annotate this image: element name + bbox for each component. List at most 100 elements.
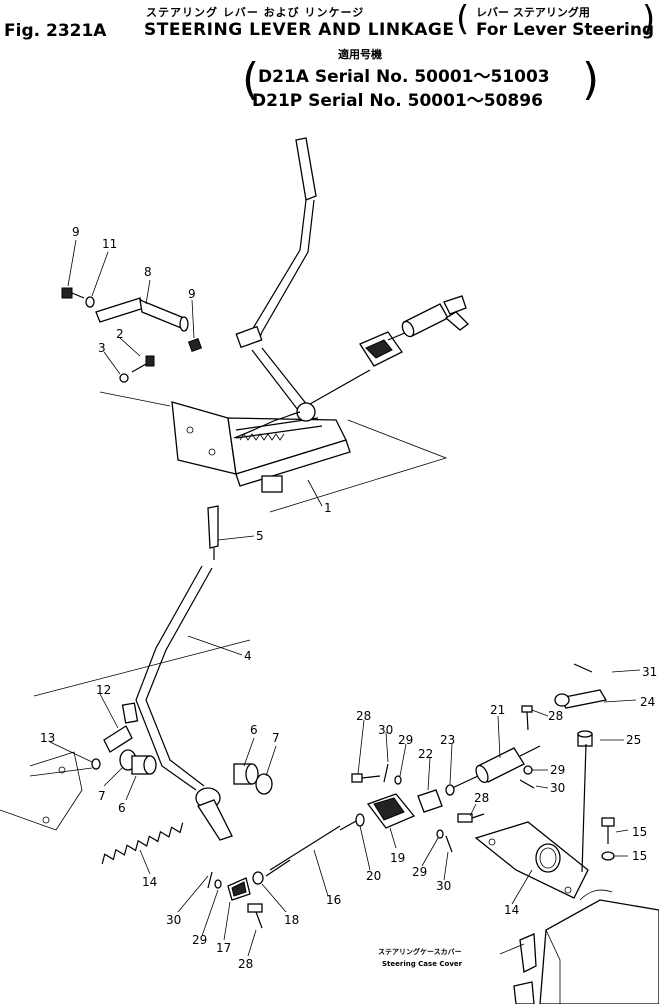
title-japanese: ステアリング レバー および リンケージ: [146, 6, 365, 19]
serial-open-paren: (: [242, 54, 260, 105]
clevis-part-19: [227, 877, 251, 901]
bushing-part-6-left: [131, 755, 157, 775]
leader-lines: [49, 239, 641, 957]
cover-caption-english: Steering Case Cover: [382, 960, 463, 968]
upper-rod: [309, 369, 371, 405]
callout-25: 23: [440, 733, 455, 747]
callout-10: 9: [72, 225, 80, 239]
callout-7-right: 7: [272, 731, 280, 745]
open-paren: (: [456, 0, 470, 39]
callout-28-center: 28: [356, 709, 371, 723]
callout-28-lower: 28: [238, 957, 253, 971]
bushing-part-7-right: [255, 773, 273, 795]
cylinder-part-12: [103, 725, 133, 753]
callout-15: 14: [504, 903, 519, 917]
close-paren: ): [642, 0, 656, 39]
callout-13: 13: [40, 731, 55, 745]
serial-close-paren: ): [582, 54, 600, 105]
bracket-part-15: [474, 743, 589, 899]
callout-3: 3: [98, 341, 106, 355]
washer-part-29-lower: [214, 879, 222, 889]
callout-23: 21: [490, 703, 505, 717]
bolt-part-28-center: [351, 773, 381, 783]
callout-31: 31: [642, 665, 657, 679]
callout-9: 9: [188, 287, 196, 301]
figure-number: Fig. 2321A: [4, 21, 107, 41]
callout-6-left: 6: [118, 801, 126, 815]
nut-part-20: [252, 871, 264, 885]
callout-29-lower: 29: [192, 933, 207, 947]
bolt-part-10: [61, 287, 85, 299]
callout-12: 12: [96, 683, 111, 697]
bushing-part-27: [577, 730, 593, 747]
nut-part-22: [355, 813, 365, 827]
callout-18: 16: [326, 893, 341, 907]
callout-14: 14: [142, 875, 157, 889]
lower-frame-line: [33, 639, 251, 697]
upper-cylinder: [401, 295, 469, 338]
washer-part-13: [91, 758, 101, 770]
upper-steering-lever: [233, 137, 317, 439]
block-part-21: [366, 793, 416, 829]
bushing-part-6-right: [233, 763, 259, 785]
title-english: STEERING LEVER AND LINKAGE: [144, 20, 455, 40]
upper-frame-line: [269, 419, 448, 513]
bolt-part-28-top: [521, 705, 533, 731]
pin-part-31: [573, 663, 593, 673]
callout-30-right: 30: [436, 879, 451, 893]
grip-part-5: [207, 505, 219, 560]
callout-29-far: 29: [550, 763, 565, 777]
cylinder-part-23: [447, 745, 541, 791]
callout-8: 8: [144, 265, 152, 279]
variant-japanese: レバー ステアリング用: [476, 6, 590, 19]
callout-2: 2: [116, 327, 124, 341]
serial-range-d21a: D21A Serial No. 50001～51003: [258, 67, 550, 87]
callout-6-right: 6: [250, 723, 258, 737]
callout-20: 18: [284, 913, 299, 927]
callout-21: 19: [390, 851, 405, 865]
bolt-part-2: [131, 355, 155, 373]
bracket-spring: [239, 433, 285, 441]
callout-4: 4: [244, 649, 252, 663]
cotter-pin-part-30-far: [519, 779, 535, 789]
washer-part-3: [119, 373, 129, 383]
washer-part-17: [601, 851, 615, 861]
rod-thread: [265, 859, 291, 877]
spring-part-14: [101, 822, 184, 865]
washer-part-29-right: [436, 829, 444, 839]
upper-frame-line: [99, 391, 171, 407]
callout-11: 11: [102, 237, 117, 251]
callout-17: 15: [632, 849, 647, 863]
callout-30-center: 30: [378, 723, 393, 737]
callout-29-right: 29: [412, 865, 427, 879]
callout-27: 25: [626, 733, 641, 747]
callout-29-center: 29: [398, 733, 413, 747]
block-part-24: [417, 789, 443, 813]
grease-fitting-part-9: [187, 337, 203, 353]
callout-28-right: 28: [474, 791, 489, 805]
callout-22: 20: [366, 869, 381, 883]
washer-part-29-center: [394, 775, 402, 785]
callout-30-lower: 30: [166, 913, 181, 927]
steering-case-cover: [513, 889, 659, 1004]
nut-part-25: [445, 784, 455, 796]
bolt-part-28-right: [457, 813, 485, 823]
cover-caption-leader: [499, 943, 525, 955]
cotter-pin-part-30-center: [383, 763, 389, 783]
cotter-pin-part-30-right: [445, 835, 453, 853]
cotter-pin-part-30-lower: [207, 871, 213, 889]
pin-part-8: [95, 297, 189, 332]
callout-5: 5: [256, 529, 264, 543]
applicable-models-japanese: 適用号機: [338, 48, 382, 61]
callout-24: 22: [418, 747, 433, 761]
callout-19: 17: [216, 941, 231, 955]
arm-part-26: [554, 689, 608, 709]
cover-caption-japanese: ステアリングケースカバー: [378, 947, 462, 956]
callout-28-top: 28: [548, 709, 563, 723]
variant-english: For Lever Steering: [476, 20, 655, 40]
bolt-part-28-lower: [247, 903, 263, 929]
washer-part-11: [85, 296, 95, 308]
rod-part-18: [269, 825, 341, 871]
serial-range-d21p: D21P Serial No. 50001～50896: [252, 91, 543, 111]
callout-30-far: 30: [550, 781, 565, 795]
